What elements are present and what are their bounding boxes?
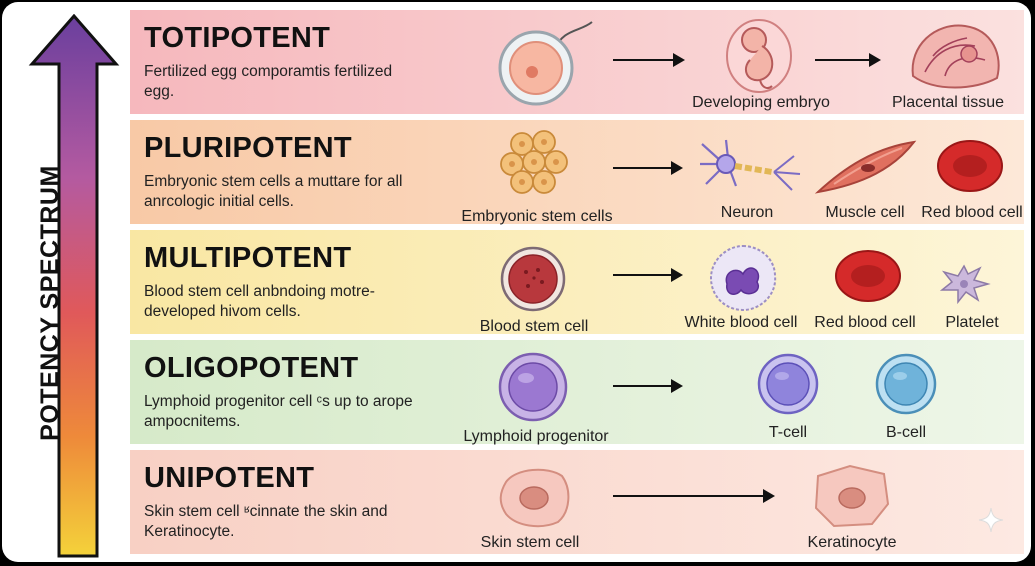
source-label: Blood stem cell <box>479 318 589 335</box>
arrow-icon <box>815 53 881 67</box>
arrow-icon <box>613 379 683 393</box>
spectrum-arrow-icon <box>28 14 120 558</box>
sparkle-icon <box>978 507 1004 533</box>
row-pluripotent: PLURIPOTENT Embryonic stem cells a mutta… <box>130 120 1024 225</box>
potency-spectrum: POTENCY SPECTRUM <box>16 14 126 560</box>
placenta-icon <box>911 24 1000 89</box>
row-description: Fertilized egg comporamtis fertilized eg… <box>144 63 393 100</box>
row-title: OLIGOPOTENT <box>144 352 359 384</box>
row-oligopotent: OLIGOPOTENT Lymphoid progenitor cell ᶜs … <box>130 340 1024 445</box>
muscle-cell-icon <box>814 140 917 194</box>
row-title: UNIPOTENT <box>144 462 315 494</box>
skin-stem-cell-icon <box>499 468 570 528</box>
red-blood-cell-icon <box>937 140 1003 192</box>
row-multipotent: MULTIPOTENT Blood stem cell anbndoing mo… <box>130 230 1024 335</box>
row-totipotent: TOTIPOTENT Fertilized egg comporamtis fe… <box>130 10 1024 114</box>
target-label: Muscle cell <box>825 204 905 221</box>
keratinocyte-icon <box>814 464 890 528</box>
target-label: Placental tissue <box>891 94 1005 111</box>
source-label: Skin stem cell <box>480 534 580 551</box>
target-label: B-cell <box>885 424 927 441</box>
arrow-icon <box>613 489 775 503</box>
target-label: Platelet <box>945 314 999 331</box>
platelet-icon <box>939 264 991 305</box>
row-description: Skin stem cell ʶcinnate the skin and Ker… <box>144 503 388 540</box>
stem-cell-cluster-icon <box>500 130 568 194</box>
target-label: T-cell <box>768 424 808 441</box>
white-blood-cell-icon <box>709 244 777 312</box>
target-label: Developing embryo <box>692 94 830 111</box>
target-label: Red blood cell <box>814 314 916 331</box>
spectrum-label: POTENCY SPECTRUM <box>36 165 64 441</box>
target-label: Red blood cell <box>921 204 1023 221</box>
lymphoid-progenitor-icon <box>498 352 568 422</box>
row-description: Blood stem cell anbndoing motre- develop… <box>144 283 375 320</box>
source-label: Embryonic stem cells <box>461 208 613 225</box>
embryo-icon <box>726 19 792 93</box>
target-label: Neuron <box>720 204 774 221</box>
row-title: MULTIPOTENT <box>144 242 352 274</box>
blood-stem-cell-icon <box>500 246 566 312</box>
row-unipotent: UNIPOTENT Skin stem cell ʶcinnate the sk… <box>130 450 1024 554</box>
source-label: Lymphoid progenitor <box>463 428 609 445</box>
arrow-icon <box>613 53 685 67</box>
fertilized-egg-icon <box>498 21 593 106</box>
row-title: PLURIPOTENT <box>144 132 352 164</box>
target-label: Keratinocyte <box>807 534 897 551</box>
arrow-icon <box>613 161 683 175</box>
red-blood-cell-icon <box>835 250 901 302</box>
neuron-icon <box>700 139 801 191</box>
row-description: Embryonic stem cells a muttare for all a… <box>144 173 403 210</box>
b-cell-icon <box>875 353 937 415</box>
row-title: TOTIPOTENT <box>144 22 331 54</box>
arrow-icon <box>613 268 683 282</box>
target-label: White blood cell <box>684 314 798 331</box>
row-description: Lymphoid progenitor cell ᶜs up to arope … <box>144 393 413 430</box>
t-cell-icon <box>757 353 819 415</box>
